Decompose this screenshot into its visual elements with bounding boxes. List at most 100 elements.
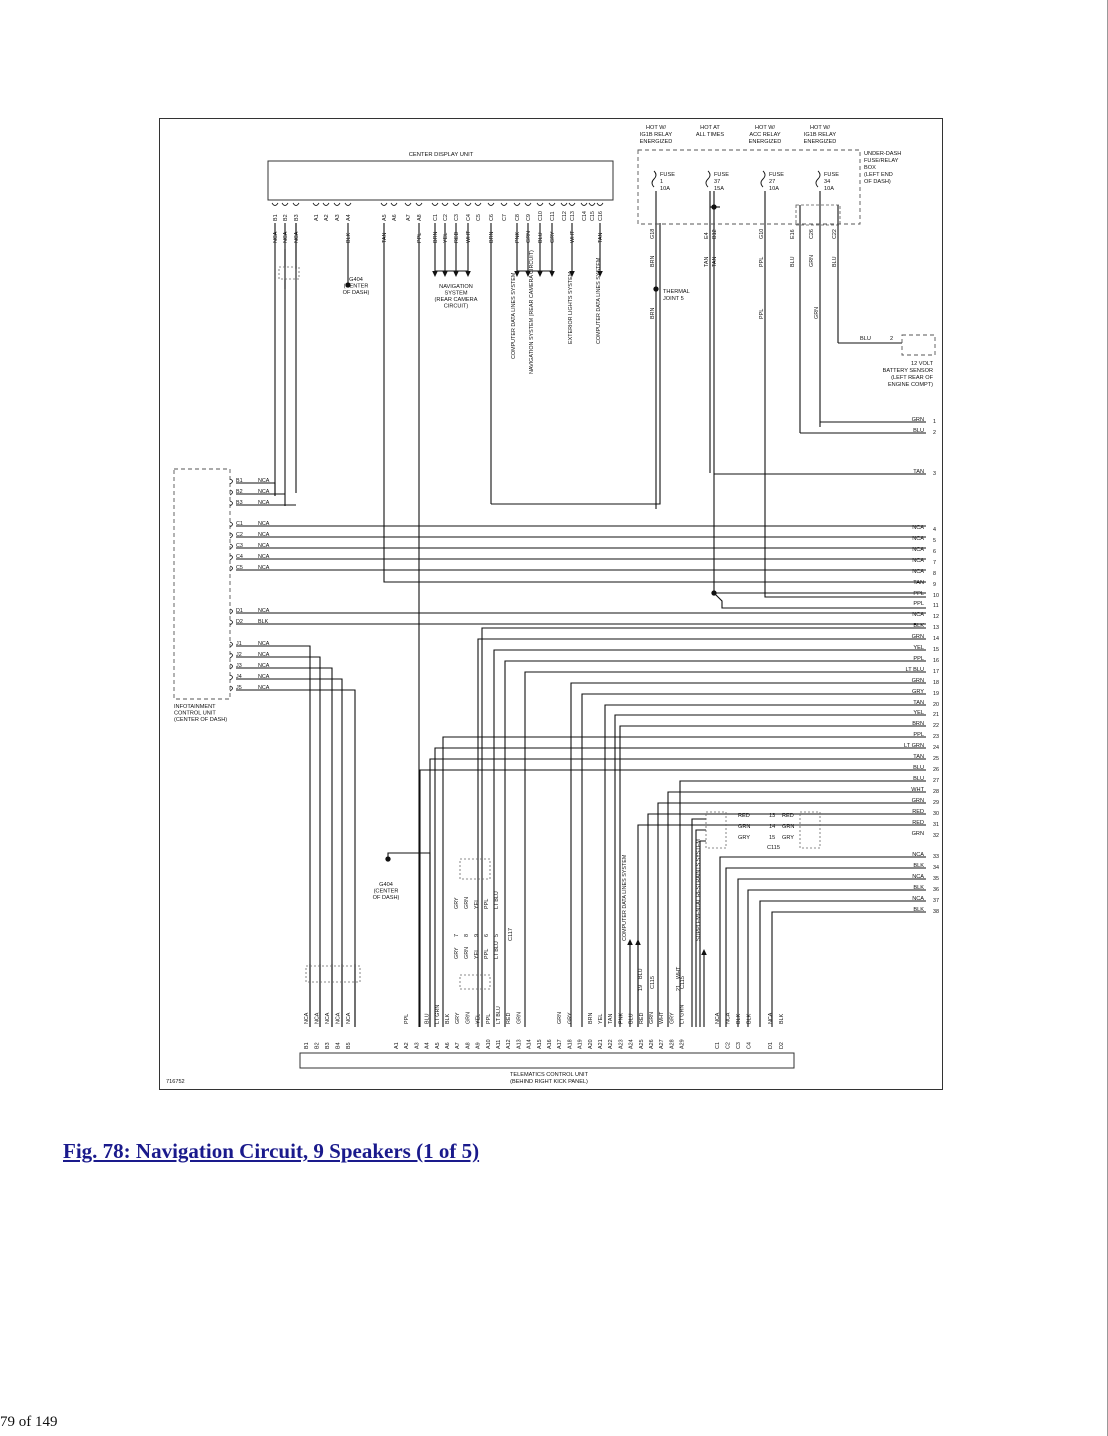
info-wire-color: NCA [258,652,270,658]
pin-curl [229,674,233,681]
fuse-label: FUSE [824,172,839,178]
right-wire-color: TAN [913,700,924,706]
figure-caption[interactable]: Fig. 78: Navigation Circuit, 9 Speakers … [63,1139,480,1163]
pin-curl [536,202,544,206]
fuse-wire-color: BLU [790,256,796,267]
right-wire-color: NCA [912,896,924,902]
wire [236,656,321,1027]
telematics-pin: C1 [715,1042,721,1049]
pin-curl [229,652,233,659]
wire [504,660,926,1027]
right-pin-number: 2 [933,430,936,436]
fuse-label: 10A [824,186,834,192]
wires [229,170,926,1027]
pin-curl [513,202,521,206]
vlabel-cdl1: COMPUTER DATA LINES SYSTEM [511,272,517,359]
vlabel-cdl3: COMPUTER DATA LINES SYSTEM [622,854,628,941]
telematics-pin: A8 [465,1042,471,1049]
telematics-wire-color: YEL [476,1014,482,1024]
telematics-wire-color: TAN [608,1014,614,1024]
cdu-pin: C13 [570,211,576,221]
cdl-arrow [525,271,531,277]
battery-sensor-label: (LEFT REAR OF [891,375,933,381]
cdu-pin: C10 [538,211,544,221]
page-number: 79 of 149 [0,1414,58,1430]
right-wire-color: NCA [912,558,924,564]
telematics-wire-color: GRN [557,1012,563,1024]
fuse-label: 27 [769,179,775,185]
cdu-wire-color: GRY [550,231,556,243]
telematics-pin: A12 [506,1039,512,1049]
c115-wire: RED [782,813,794,819]
fuse-box-label: OF DASH) [864,179,891,185]
cdu-pin: C3 [454,214,460,221]
c115-pin: 13 [769,813,775,819]
right-wire-color: RED [912,809,924,815]
fuse-symbol [651,170,657,188]
wire [667,791,926,1027]
right-pin-number: 20 [933,702,939,708]
right-wire-color: GRN [912,417,924,423]
info-pin: J1 [236,641,242,647]
right-wire-color: GRN [912,798,924,804]
cdu-pin: A6 [392,214,398,221]
fuse-symbol [705,170,711,188]
telematics-wire-color: PPL [486,1014,492,1024]
ground-bottom-label: OF DASH) [373,895,400,901]
info-pin: C1 [236,521,243,527]
right-wire-color: NCA [912,874,924,880]
wire [764,589,926,598]
info-pin: D2 [236,619,243,625]
right-wire-color: NCA [912,852,924,858]
info-wire-color: NCA [258,543,270,549]
c115b-wire: BLU [638,968,644,979]
pin-curl [415,202,423,206]
c115-wire: RED [738,813,750,819]
fuse-symbol [760,170,766,188]
wire [719,856,926,1027]
cdu-wire-color: WHT [570,230,576,243]
telematics-pin: A7 [455,1042,461,1049]
pin-curl [380,202,388,206]
fuse-pin: G10 [759,229,765,239]
right-pin-number: 7 [933,560,936,566]
telematics-pin: B2 [315,1042,321,1049]
power-header: ENERGIZED [749,139,782,145]
telematics-wire-color: RED [506,1013,512,1024]
c115-right [799,811,821,849]
fuse-label: 10A [660,186,670,192]
wire [419,769,926,1027]
vlabel-ext-lights: EXTERIOR LIGHTS SYSTEM [568,271,574,344]
cdu-wire-color: BLK [346,232,352,243]
ground-bottom-label: G404 [379,882,393,888]
battery-sensor-label: BATTERY SENSOR [883,368,933,374]
fuse-label: FUSE [769,172,784,178]
wire [637,824,926,1027]
right-pin-number: 11 [933,603,939,609]
telematics-pin: A17 [557,1039,563,1049]
right-pin-number: 37 [933,898,939,904]
right-pin-number: 10 [933,593,939,599]
cdu-wire-color: TAN [598,233,604,243]
c115-pin: 15 [769,835,775,841]
fuse-label: FUSE [714,172,729,178]
cdl2-arrow [597,271,603,277]
right-wire-color: BLU [913,765,924,771]
pin-curl [229,608,233,615]
pin-curl [312,202,320,206]
cdu-pin: C7 [502,214,508,221]
c117-box-top [459,858,491,880]
c117-wire: LT BLU [494,941,500,959]
cdu-pin: A1 [314,214,320,221]
thermal-label: THERMAL [663,289,690,295]
wire-color: BRN [650,308,656,319]
telematics-pin: A10 [486,1039,492,1049]
right-wire-color: BLK [913,907,924,913]
c115-wire: GRY [782,835,794,841]
component-boxes [173,149,936,1069]
telematics-pin: B4 [336,1042,342,1049]
right-pin-number: 9 [933,582,936,588]
info-wire-color: NCA [258,565,270,571]
telematics-pin: C2 [726,1042,732,1049]
